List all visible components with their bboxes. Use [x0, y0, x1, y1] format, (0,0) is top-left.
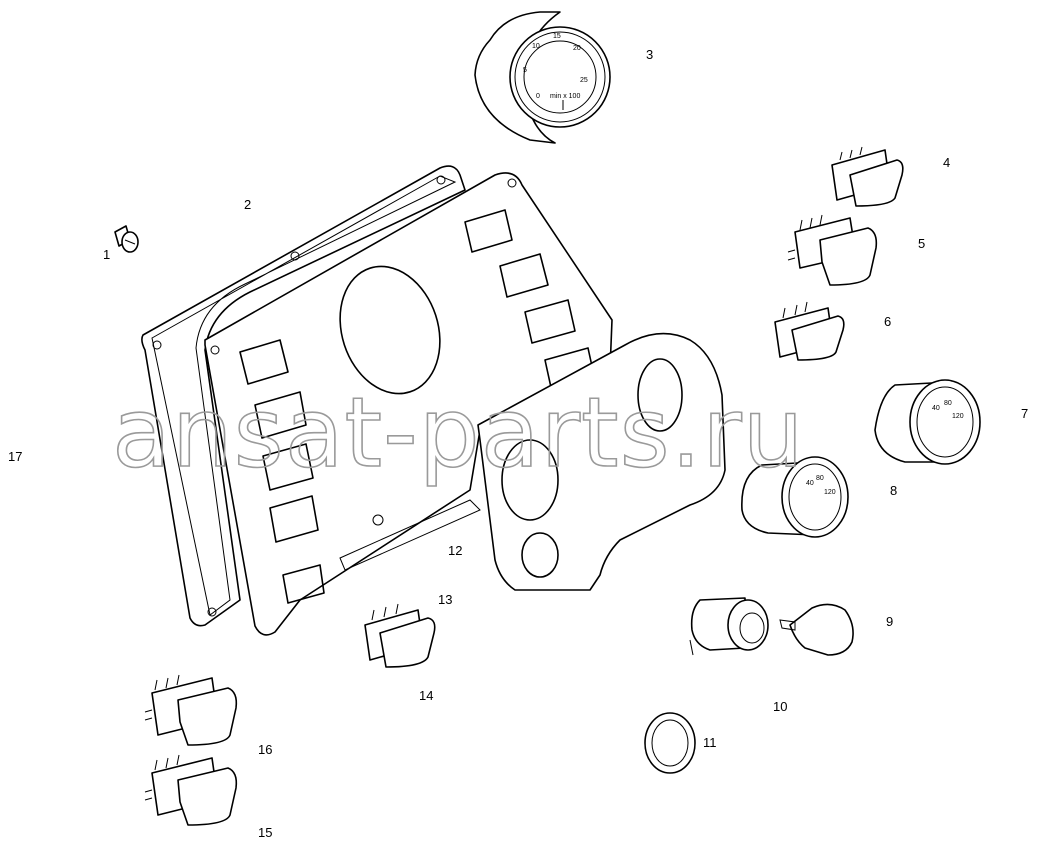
tach-unit: min x 100: [550, 93, 580, 100]
cover-plate: [477, 332, 726, 591]
gauge8-scale-40: 40: [806, 480, 814, 487]
switch-6: [774, 301, 845, 361]
outer-gasket-frame: [141, 165, 466, 627]
switch-4: [831, 146, 904, 207]
tach-scale-5: 5: [523, 67, 527, 74]
callout-12: 12: [448, 543, 462, 558]
tach-scale-0: 0: [536, 93, 540, 100]
gauge7-scale-80: 80: [944, 400, 952, 407]
gauge-8: 40 80 120: [741, 456, 849, 538]
callout-7: 7: [1021, 406, 1028, 421]
switch-13: [364, 603, 436, 668]
callout-13: 13: [438, 592, 452, 607]
ignition-lock: [689, 597, 769, 656]
callout-4: 4: [943, 155, 950, 170]
tach-scale-20: 20: [573, 45, 581, 52]
callout-9: 9: [886, 614, 893, 629]
switch-15: [144, 754, 238, 826]
screw: [114, 225, 139, 253]
tachometer-gauge: 0 5 10 15 20 25 min x 100: [474, 11, 611, 144]
callout-14: 14: [419, 688, 433, 703]
tach-scale-25: 25: [580, 77, 588, 84]
switch-5: [787, 214, 878, 286]
callout-10: 10: [773, 699, 787, 714]
main-instrument-panel: [204, 172, 613, 636]
callout-11: 11: [703, 735, 717, 750]
retaining-ring: [644, 712, 696, 774]
gauge7-scale-40: 40: [932, 405, 940, 412]
tach-scale-10: 10: [532, 43, 540, 50]
callout-1: 1: [103, 247, 110, 262]
switch-16: [144, 674, 238, 746]
callout-2: 2: [244, 197, 251, 212]
callout-6: 6: [884, 314, 891, 329]
gauge7-scale-120: 120: [952, 413, 964, 420]
gauge8-scale-80: 80: [816, 475, 824, 482]
ignition-key: [779, 603, 854, 656]
callout-17: 17: [8, 449, 22, 464]
callout-16: 16: [258, 742, 272, 757]
tach-scale-15: 15: [553, 33, 561, 40]
watermark-text: ansat-parts.ru: [112, 377, 805, 489]
callout-8: 8: [890, 483, 897, 498]
callout-3: 3: [646, 47, 653, 62]
callout-15: 15: [258, 825, 272, 840]
callout-5: 5: [918, 236, 925, 251]
gauge-7: 40 80 120: [874, 379, 981, 465]
gauge8-scale-120: 120: [824, 489, 836, 496]
